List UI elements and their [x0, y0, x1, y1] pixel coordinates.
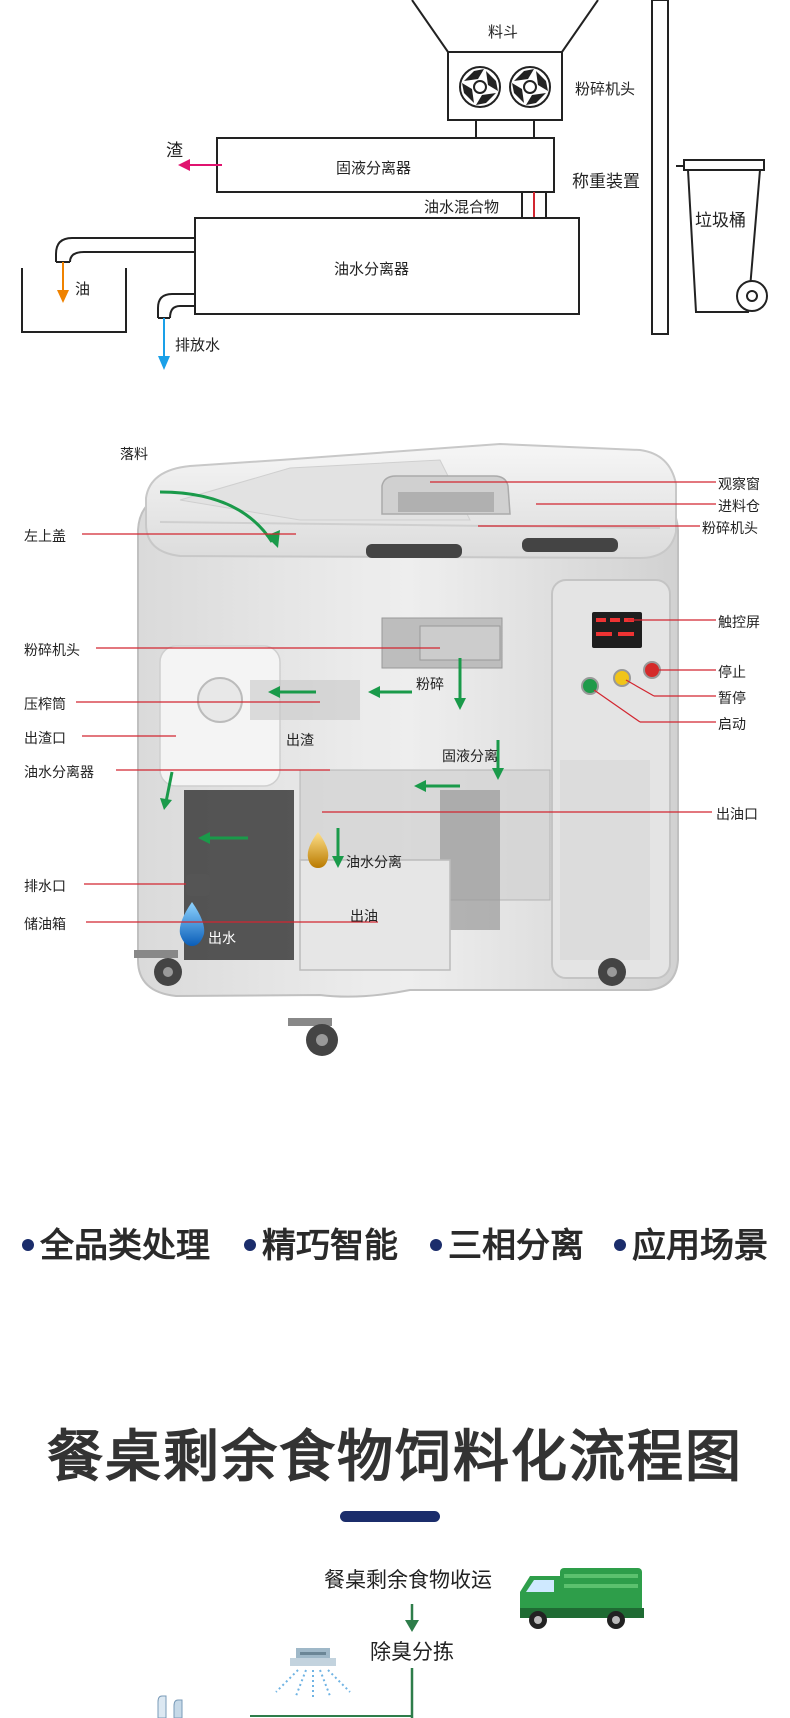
bullet-dot: [22, 1239, 34, 1252]
residue-outlet-label: 出渣口: [24, 730, 66, 746]
feature-text: 三相分离: [448, 1227, 584, 1265]
residue-label: 渣: [166, 141, 183, 160]
process-schematic: 料斗 粉碎机头 渣 固液分离器 称重装置 油水混合物 垃圾桶 油 油水分离器 排…: [0, 0, 790, 380]
water-drop-icon: [179, 902, 205, 946]
solid-liquid-label: 固液分离: [442, 748, 498, 764]
gear-icon: [459, 66, 501, 108]
gear-icon: [509, 66, 551, 108]
oil-water-label: 油水分离: [346, 854, 402, 870]
bullet-dot: [244, 1239, 256, 1252]
feature-text: 精巧智能: [262, 1227, 398, 1265]
grinder-head-left-label: 粉碎机头: [24, 642, 80, 658]
residue-out-label: 出渣: [286, 732, 314, 748]
oil-water-separator-left-label: 油水分离器: [24, 764, 94, 780]
flow-step-collection: 餐桌剩余食物收运: [324, 1569, 492, 1592]
oil-water-separator-label: 油水分离器: [334, 261, 410, 278]
oil-label: 油: [75, 281, 91, 298]
schematic-drawing: [21, 0, 768, 370]
flow-step-deodorize: 除臭分拣: [370, 1641, 454, 1664]
handle-left: [366, 544, 462, 558]
falling-material-label: 落料: [120, 446, 148, 462]
bullet-dot: [430, 1239, 442, 1252]
caster-wheel: [134, 950, 182, 986]
caster-wheel: [288, 1018, 338, 1056]
drain-water-label: 排放水: [175, 337, 221, 354]
hopper-label: 料斗: [488, 24, 519, 41]
oil-water-separator-box: [194, 217, 580, 315]
handle-right: [522, 538, 618, 552]
grinder-head-label: 粉碎机头: [575, 81, 636, 98]
drain-outlet-label: 排水口: [24, 878, 66, 894]
title-underline-bar: [340, 1511, 440, 1522]
falling-arrow: [159, 490, 274, 543]
machine-illustration: 落料 左上盖 粉碎机头 压榨筒 出渣口 油水分离器 排水口 储油箱 观察窗 进料…: [0, 440, 790, 1180]
flowchart-title: 餐桌剩余食物饲料化流程图: [47, 1425, 743, 1488]
oil-tank-label: 储油箱: [24, 916, 66, 932]
crush-label: 粉碎: [416, 676, 444, 692]
feed-bin-label: 进料仓: [718, 498, 760, 514]
press-cylinder-label: 压榨筒: [24, 696, 66, 712]
trash-bin-label: 垃圾桶: [695, 211, 746, 230]
weighing-device-label: 称重装置: [572, 172, 640, 191]
feature-text: 应用场景: [632, 1227, 768, 1265]
oil-out-label: 出油: [350, 908, 378, 924]
feature-item: 应用场景: [614, 1218, 768, 1267]
oil-drop-icon: [307, 832, 329, 868]
caster-wheel: [598, 958, 626, 986]
start-label: 启动: [718, 716, 746, 732]
trash-bin-icon: [676, 159, 768, 313]
oil-outlet-label: 出油口: [716, 806, 758, 822]
water-out-label: 出水: [208, 930, 236, 946]
left-cover-label: 左上盖: [24, 528, 66, 544]
pause-label: 暂停: [718, 690, 746, 706]
weighing-pole: [651, 0, 669, 335]
touch-screen-display: [592, 612, 642, 648]
feature-item: 全品类处理: [22, 1218, 210, 1267]
feature-item: 三相分离: [430, 1218, 584, 1267]
flowchart-drawing: [157, 1568, 644, 1718]
observation-window-label: 观察窗: [718, 476, 760, 492]
stop-label: 停止: [718, 664, 746, 680]
flowchart-body: 餐桌剩余食物收运 除臭分拣: [0, 1540, 790, 1718]
garbage-truck-icon: [520, 1568, 644, 1629]
feature-item: 精巧智能: [244, 1218, 398, 1267]
bullet-dot: [614, 1239, 626, 1252]
pause-button: [613, 669, 631, 687]
grinder-head-right-label: 粉碎机头: [702, 520, 758, 536]
oil-water-mixture-label: 油水混合物: [424, 199, 500, 216]
solid-liquid-separator-label: 固液分离器: [336, 160, 412, 177]
touch-screen-label: 触控屏: [718, 614, 760, 630]
oil-tank-shape: [21, 268, 127, 333]
solid-liquid-separator-box: [216, 137, 555, 193]
machine-drawing: [76, 442, 716, 1056]
feature-text: 全品类处理: [40, 1227, 210, 1265]
deodorize-sprayer-icon: [275, 1648, 351, 1698]
bottles-icon: [157, 1695, 183, 1718]
